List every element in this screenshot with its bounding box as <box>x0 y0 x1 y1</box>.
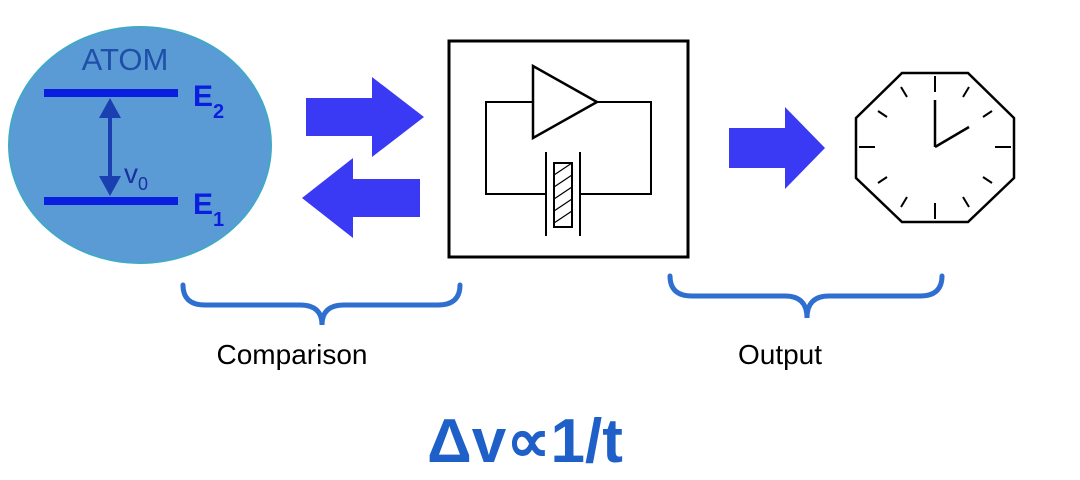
clock-hour-hand <box>934 125 970 149</box>
upper-level-label: E2 <box>193 80 224 123</box>
right-arrow-icon <box>306 77 424 157</box>
formula: Δv∝1/t <box>427 407 623 476</box>
upper-energy-level <box>44 89 178 97</box>
clock-face <box>854 71 1016 224</box>
lower-level-subscript: 1 <box>213 209 224 231</box>
clock-icon <box>854 71 1016 224</box>
transition-arrow <box>99 98 121 196</box>
upper-level-subscript: 2 <box>213 101 224 123</box>
crystal-symbol <box>553 162 573 228</box>
clock-ticks <box>859 76 1011 219</box>
output-arrow-icon <box>729 107 825 189</box>
lower-level-label: E1 <box>193 188 224 231</box>
atom-group: ATOM v0 E2 E1 <box>8 26 272 264</box>
transition-symbol: v <box>124 158 138 189</box>
lower-energy-level <box>44 197 178 205</box>
oscillator-icon <box>447 39 690 259</box>
comparison-label: Comparison <box>217 339 368 370</box>
lower-level-symbol: E <box>193 188 213 221</box>
output-label: Output <box>738 339 822 370</box>
transition-frequency-label: v0 <box>124 158 148 194</box>
output-brace <box>667 273 945 319</box>
comparison-brace <box>180 282 463 326</box>
left-arrow-icon <box>302 158 420 238</box>
upper-level-symbol: E <box>193 80 213 113</box>
transition-subscript: 0 <box>138 174 148 194</box>
atom-title: ATOM <box>82 42 169 77</box>
